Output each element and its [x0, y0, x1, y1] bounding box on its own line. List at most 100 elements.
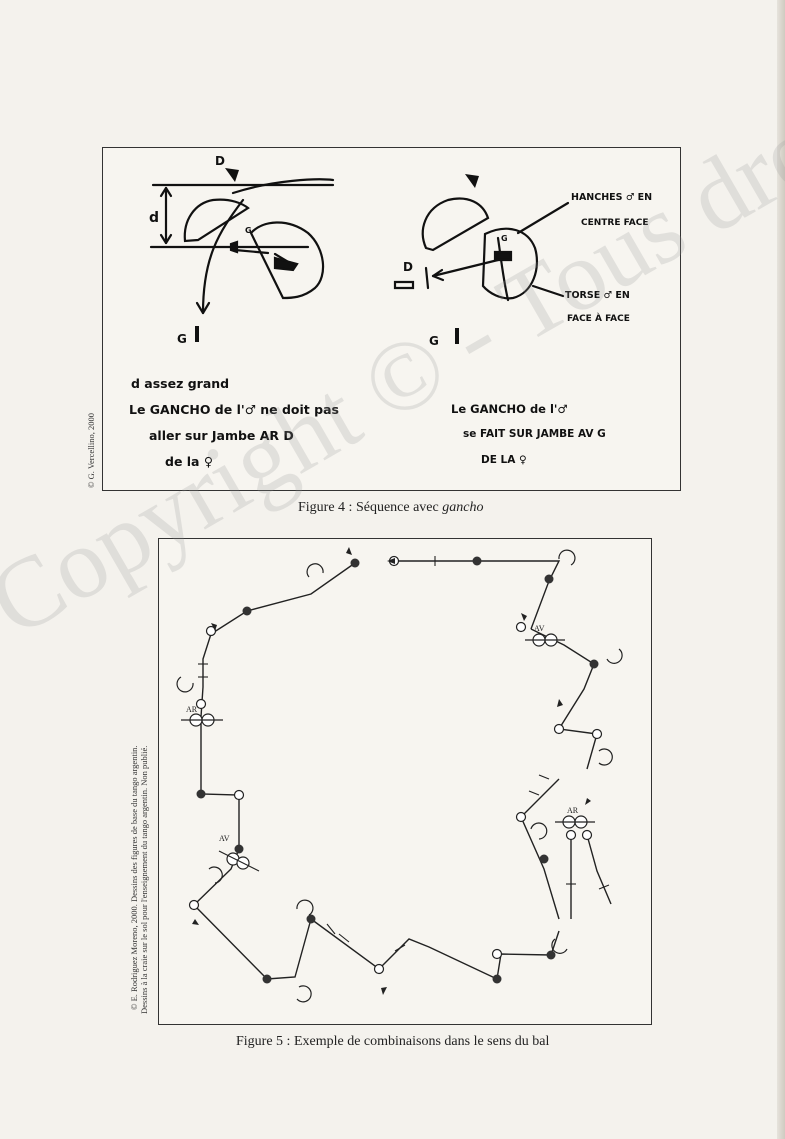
- man-foot-right-2: [393, 280, 415, 290]
- path-right-upper: [530, 628, 598, 770]
- arc: [296, 985, 312, 1003]
- arc: [306, 563, 324, 578]
- step-dots: [196, 556, 599, 984]
- figure-4-caption-italic: gancho: [442, 500, 484, 515]
- label-G-right: G: [429, 334, 439, 348]
- note-left-line1: d assez grand: [131, 376, 230, 391]
- step-open: [553, 723, 565, 735]
- step-filled: [306, 914, 316, 924]
- pivot-crosses: [181, 633, 595, 872]
- tick: [394, 944, 406, 952]
- step-open: [581, 829, 593, 841]
- path-bottom: [310, 918, 560, 981]
- hips-pointer: [516, 201, 570, 235]
- tick: [338, 933, 350, 943]
- woman-head-left: [225, 168, 239, 182]
- annotation-hips-line2: CENTRE FACE: [581, 218, 649, 228]
- figure-4-caption-prefix: Figure 4 : Séquence avec: [298, 500, 443, 515]
- tick: [538, 774, 550, 780]
- arrow-head: [557, 699, 563, 707]
- label-G-small-left: G: [245, 226, 252, 235]
- note-right-line2: se FAIT SUR JAMBE AV G: [463, 428, 606, 440]
- note-right-line1: Le GANCHO de l'♂: [451, 402, 568, 416]
- figure-4-frame: D d G G D G G HANCHES ♂ EN CENTRE FACE T…: [102, 147, 681, 491]
- step-circles: [188, 555, 603, 975]
- gancho-arrowhead-right: [431, 268, 445, 282]
- step-filled: [350, 558, 360, 568]
- label-G-left: G: [177, 332, 187, 346]
- note-left-line3: aller sur Jambe AR D: [149, 428, 294, 443]
- step-open: [565, 829, 577, 841]
- step-open: [188, 899, 200, 911]
- label-D-left: D: [215, 154, 225, 168]
- distance-d-arrowheads: [159, 186, 173, 245]
- label-av-2: AV: [219, 834, 230, 843]
- woman-shape-left: [183, 198, 250, 243]
- woman-head-right: [465, 174, 479, 188]
- step-filled: [196, 789, 206, 799]
- woman-shape-right: [421, 197, 490, 252]
- step-open: [195, 698, 207, 710]
- arrow-head: [585, 798, 591, 805]
- foot-mark-left: [229, 240, 239, 254]
- step-filled: [242, 606, 252, 616]
- arc: [551, 938, 568, 954]
- arrow-head: [346, 547, 352, 555]
- note-left-line2: Le GANCHO de l'♂ ne doit pas: [129, 402, 339, 417]
- arc: [530, 822, 548, 840]
- step-open: [373, 963, 385, 975]
- step-open: [591, 728, 603, 740]
- arrow-head: [521, 613, 527, 621]
- step-filled: [589, 659, 599, 669]
- page-edge: [777, 0, 785, 1139]
- arrow-head: [211, 623, 217, 631]
- woman-foot-right: [424, 266, 430, 290]
- tick: [326, 923, 336, 935]
- figure-4-markers: [195, 168, 479, 344]
- arc: [598, 748, 613, 766]
- tick-marks: [198, 556, 610, 952]
- pivot-axis: [218, 850, 260, 872]
- path-top-left: [210, 562, 356, 635]
- label-ar-2: AR: [567, 806, 579, 815]
- arc: [606, 648, 623, 664]
- rotation-arcs: [176, 549, 623, 1003]
- man-shape-left: [249, 221, 325, 300]
- figure-4-drawing: [149, 168, 570, 344]
- step-filled: [539, 854, 549, 864]
- figure-5-credit-line2: Dessins à la craie sur le sol pour l'ens…: [139, 745, 149, 1014]
- annotation-torso-line1: TORSE ♂ EN: [565, 290, 630, 301]
- figure-4-credit: © G. Vercellino, 2000: [86, 413, 96, 488]
- path-right-lower: [586, 834, 612, 905]
- arrow-head: [387, 558, 395, 564]
- step-filled: [492, 974, 502, 984]
- g-foot-right: [455, 328, 459, 344]
- path-top: [394, 560, 561, 630]
- arrow-head: [381, 987, 387, 995]
- step-filled: [546, 950, 556, 960]
- tick: [598, 884, 610, 890]
- arc: [208, 866, 223, 884]
- label-av-1: AV: [534, 624, 545, 633]
- curve-path: [231, 178, 335, 195]
- step-open: [515, 811, 527, 823]
- man-foot-right: [493, 250, 513, 262]
- step-open: [515, 621, 527, 633]
- path-right-mid: [520, 778, 560, 920]
- label-d-left: d: [149, 210, 160, 226]
- figure-5-drawing: AV AR AV AR: [176, 547, 623, 1003]
- step-open: [491, 948, 503, 960]
- arrow-head: [192, 919, 199, 925]
- note-right-line3: DE LA ♀: [481, 454, 527, 466]
- arc: [558, 549, 576, 566]
- arc: [176, 676, 194, 693]
- tick: [528, 790, 540, 796]
- figure-5-credit-line1: © E. Rodriguez Moreno, 2000. Dessins des…: [129, 745, 139, 1010]
- path-left-lower: [193, 717, 312, 980]
- man-shape-right: [481, 227, 539, 300]
- label-G-small-right: G: [501, 234, 508, 243]
- figure-5-frame: AV AR AV AR: [158, 538, 652, 1025]
- label-D-right: D: [403, 260, 413, 274]
- direction-arrows: [192, 547, 591, 995]
- man-foot-left: [273, 256, 299, 272]
